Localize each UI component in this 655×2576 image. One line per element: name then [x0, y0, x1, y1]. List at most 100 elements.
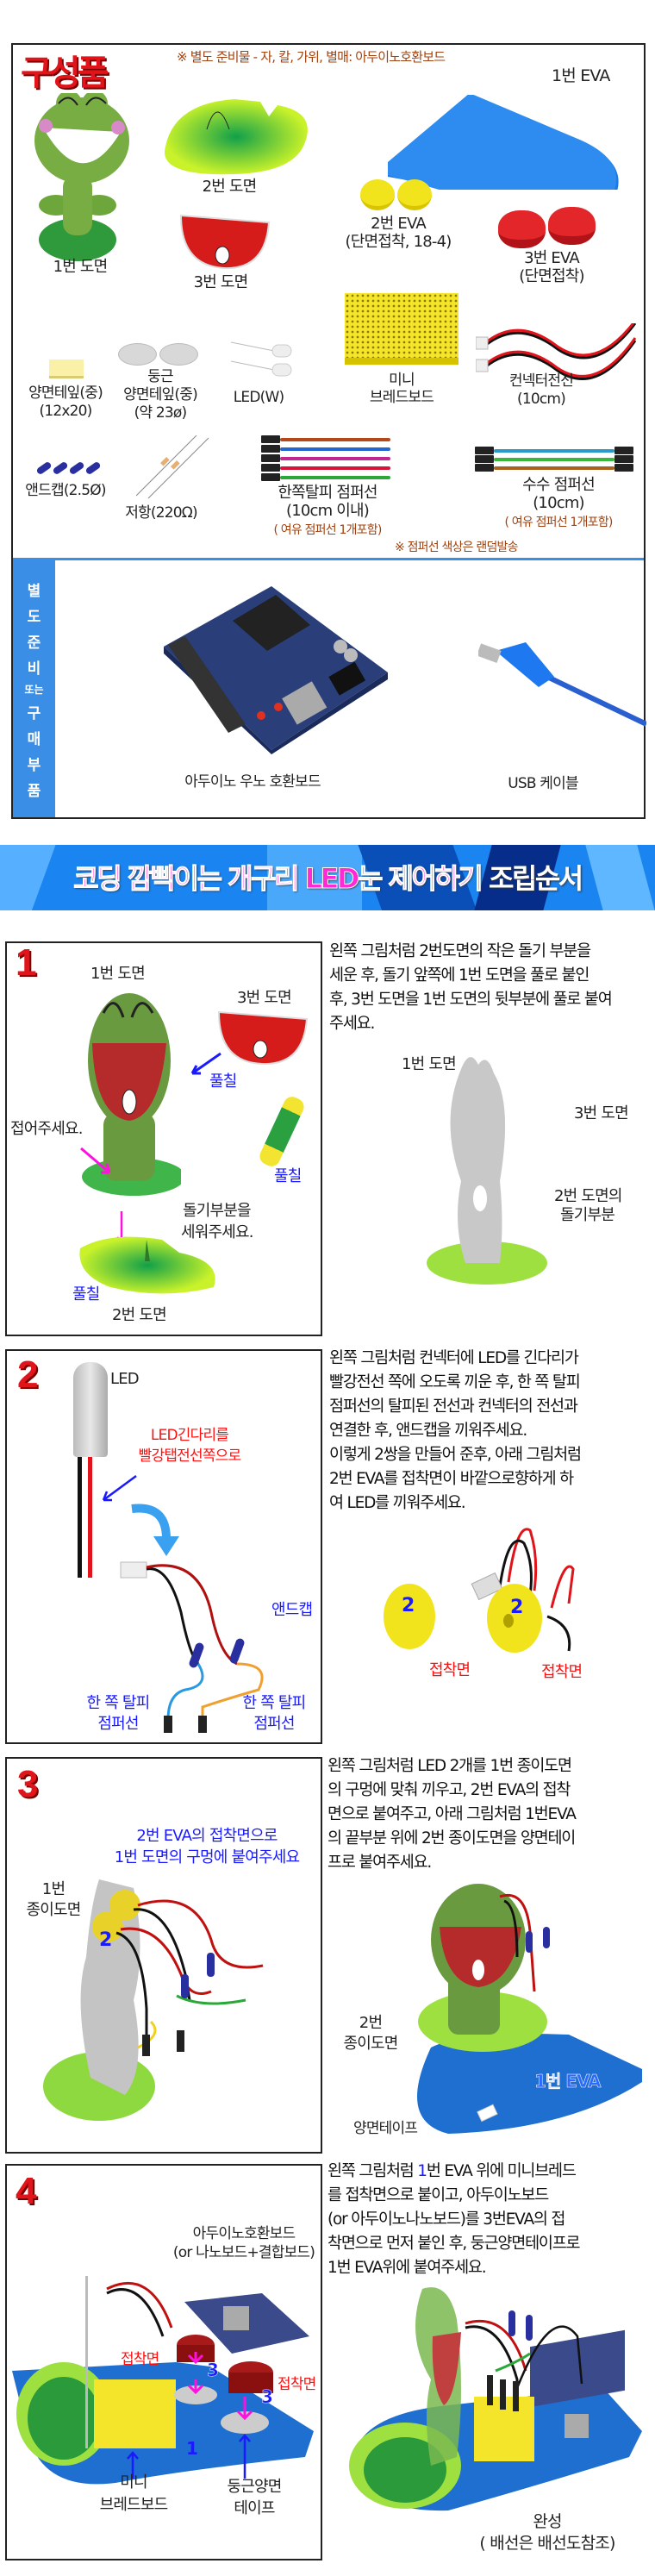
endcap-image: [35, 460, 105, 477]
step3-line: 의 끝부분 위에 2번 종이도면을 양면테이: [328, 1829, 576, 1848]
step4-label-breadboard-1: 미니: [120, 2473, 147, 2492]
step4-line: 착면으로 먼저 붙인 후, 둥근양면테이프로: [328, 2235, 581, 2253]
tape-image: [49, 360, 84, 378]
jumper-mm-label-1: 수수 점퍼선: [522, 476, 596, 494]
step2-line: 점퍼선의 탈피된 전선과 컨넥터의 전선과: [329, 1397, 578, 1416]
step1-right-label-tab-2: 돌기부분: [560, 1206, 615, 1224]
step1-frog-image: [82, 993, 181, 1196]
step1-description: 왼쪽 그림처럼 2번도면의 작은 돌기 부분을 세운 후, 돌기 앞쪽에 1번 …: [329, 940, 613, 1036]
sheet3-label: 3번 도면: [193, 273, 249, 291]
step4-line1-b: 번 EVA 위에 미니브레드: [426, 2162, 577, 2180]
step4-number: 4: [16, 2170, 37, 2212]
step1-label-sheet2: 2번 도면: [112, 1306, 167, 1324]
led-red-leg: [88, 1457, 92, 1578]
step2-led-note-2: 빨강탭전선쪽으로: [138, 1447, 242, 1465]
step1-label-sheet3: 3번 도면: [237, 989, 292, 1007]
step4-label-breadboard-2: 브레드보드: [99, 2496, 169, 2514]
side-char: 품: [27, 782, 41, 800]
step1-label-fold: 접어주세요.: [10, 1120, 84, 1138]
step1-arrow-icon: [190, 1052, 221, 1075]
step1-line: 후, 3번 도면을 1번 도면의 뒷부분에 풀로 붙여: [329, 991, 613, 1009]
step3-label-sheet1-1: 1번: [41, 1880, 66, 1898]
step4-completed-image: [349, 2287, 642, 2511]
step2-jumper-left-1: 한 쪽 탈피: [86, 1694, 151, 1712]
title-banner: [0, 845, 655, 910]
step4-label-arduino-1: 아두이노호환보드: [192, 2225, 296, 2242]
endcap-label: 앤드캡(2.5Ø): [25, 482, 106, 499]
step2-arrow-icon: [102, 1474, 137, 1502]
step4-adhesive-label-2: 접착면: [278, 2376, 316, 2393]
step2-eva-number-1: 2: [402, 1595, 415, 1616]
separate-side-panel: 별 도 준 비 또는 구 매 부 품: [13, 560, 55, 817]
sheet3-mouth-image: [179, 214, 271, 270]
step1-line: 주세요.: [329, 1015, 375, 1033]
step4-line1-highlight: 1: [417, 2162, 427, 2180]
sheet1-label: 1번 도면: [53, 258, 109, 276]
step1-line: 왼쪽 그림처럼 2번도면의 작은 돌기 부분을: [329, 942, 591, 960]
step1-leaf-image: [79, 1236, 215, 1294]
side-char: 매: [27, 730, 41, 748]
resistor-image: [136, 435, 209, 499]
step3-eva-number: 2: [99, 1929, 113, 1951]
step3-number: 3: [17, 1763, 39, 1805]
step1-right-label-tab-1: 2번 도면의: [554, 1187, 622, 1205]
eva3-image: [498, 207, 602, 250]
led-label: LED(W): [233, 389, 284, 406]
banner-title: 코딩 깜빡이는 개구리 LED눈 제어하기 조립순서: [0, 857, 655, 897]
resistor-label: 저항(220Ω): [125, 504, 197, 522]
led-black-leg: [78, 1457, 82, 1578]
usb-cable-image: [478, 642, 646, 727]
side-char: 비: [27, 660, 41, 678]
step4-description: 왼쪽 그림처럼 1번 EVA 위에 미니브레드 를 접착면으로 붙이고, 아두이…: [328, 2160, 581, 2280]
step4-adhesive-label-1: 접착면: [121, 2351, 159, 2368]
parts-note: ※ 별도 준비물 - 자, 칼, 가위, 별매: 아두이노호환보드: [177, 49, 446, 65]
side-char: 도: [27, 608, 41, 626]
step4-label-arduino-2: (or 나노보드+결합보드): [172, 2244, 315, 2261]
step1-right-label-sheet1: 1번 도면: [402, 1055, 457, 1073]
step2-label-endcap: 앤드캡: [271, 1601, 313, 1619]
step2-label-led: LED: [110, 1370, 140, 1388]
step4-line: 왼쪽 그림처럼 1번 EVA 위에 미니브레드: [328, 2160, 579, 2184]
step3-line: 왼쪽 그림처럼 LED 2개를 1번 종이도면: [328, 1757, 572, 1775]
step1-label-glue1: 풀칠: [209, 1072, 237, 1091]
step1-number: 1: [16, 941, 37, 984]
step1-label-glue2: 풀칠: [274, 1167, 302, 1185]
side-char: 준: [27, 634, 41, 652]
arduino-board-image: [164, 586, 388, 754]
side-char: 별: [27, 582, 41, 600]
step1-label-stand-2: 세워주세요.: [181, 1223, 254, 1241]
eva1-image: [388, 95, 619, 190]
step3-frog-led-image: [43, 1879, 264, 2121]
step2-jumper-right-2: 점퍼선: [253, 1715, 295, 1733]
step3-instruction-1: 2번 EVA의 접착면으로: [136, 1827, 278, 1845]
connector-wire-image: [476, 323, 637, 380]
step4-eva3-number-2: 3: [261, 2386, 273, 2408]
round-tape-image: [118, 343, 204, 366]
side-char: 부: [27, 756, 41, 774]
step2-eva-number-2: 2: [510, 1597, 524, 1618]
step2-line: 빨강전선 쪽에 오도록 끼운 후, 한 쪽 탈피: [329, 1373, 581, 1391]
eva2-image: [360, 179, 442, 212]
banner-title-suffix: 조립순서: [488, 862, 583, 895]
separator-bar: [13, 558, 644, 560]
step4-eva3-number-1: 3: [207, 2360, 219, 2381]
step1-label-glue3: 풀칠: [72, 1285, 100, 1304]
jumper-mm-label-3: ( 여유 점퍼선 1개포함): [504, 516, 613, 529]
jumper-mm-label-2: (10cm): [533, 494, 584, 512]
jumper-single-image: [253, 435, 408, 481]
eva2-label-2: (단면접착, 18-4): [345, 233, 452, 251]
step2-eva-led-image: [384, 1528, 575, 1653]
step3-label-tape: 양면테이프: [353, 2120, 418, 2137]
side-char: 또는: [24, 683, 44, 696]
step1-assembled-image: [427, 1057, 547, 1285]
jumper-mm-image: [472, 447, 636, 472]
step4-line: 1번 EVA위에 붙여주세요.: [328, 2259, 487, 2277]
step4-label-round-tape-2: 테이프: [234, 2499, 275, 2517]
step4-illustration-frame: [5, 2164, 322, 2560]
parts-title: 구성품: [21, 53, 109, 93]
step1-line: 세운 후, 돌기 앞쪽에 1번 도면을 풀로 붙인: [329, 966, 590, 985]
step4-line: (or 아두이노나노보드)를 3번EVA의 접: [328, 2210, 565, 2229]
step2-description: 왼쪽 그림처럼 컨넥터에 LED를 긴다리가 빨강전선 쪽에 오도록 끼운 후,…: [329, 1347, 582, 1516]
round-tape-label-1: 둥근: [147, 368, 173, 385]
